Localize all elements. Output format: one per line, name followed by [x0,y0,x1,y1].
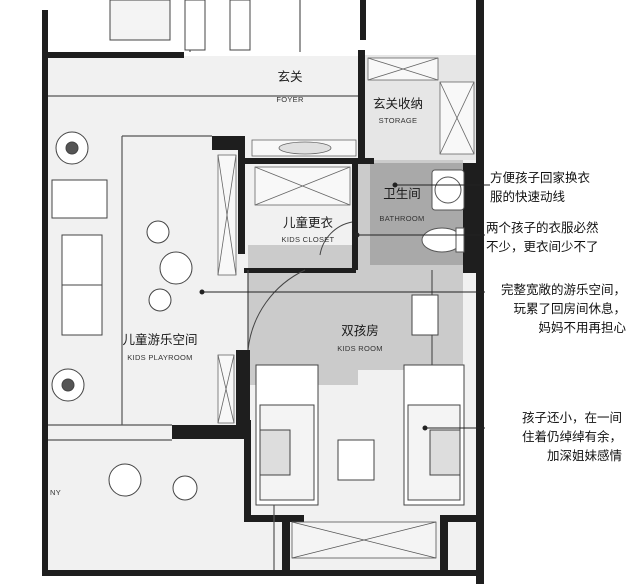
annotation-line: 加深姐妹感情 [546,448,622,463]
room-label-closet: 儿童更衣 [283,215,334,230]
annotation-line: 完整宽敞的游乐空间， [500,282,626,297]
room-label-playroom: 儿童游乐空间 [122,332,197,347]
room-label-kidsroom: 双孩房 [341,323,379,338]
annotation-line: 不少，更衣间少不了 [486,239,599,254]
room-label-bathroom-en: BATHROOM [379,214,424,223]
balcony-planter [291,521,437,559]
playroom-furniture [51,131,198,501]
annotation-kids-room: 孩子还小，在一间 住着仍绰绰有余， 加深姐妹感情 [486,408,622,465]
leader-lines [199,182,490,431]
annotation-closet: 两个孩子的衣服必然 不少，更衣间少不了 [486,218,599,256]
room-label-kidsroom-en: KIDS ROOM [337,344,383,353]
annotation-quick-route: 方便孩子回家换衣 服的快速动线 [490,168,590,206]
room-label-bathroom: 卫生间 [383,186,421,201]
room-label-storage: 玄关收纳 [373,96,423,111]
room-label-foyer-en: FOYER [276,95,304,104]
annotation-line: 住着仍绰绰有余， [521,429,622,444]
annotation-line: 妈妈不用再担心 [538,320,626,335]
annotation-playroom: 完整宽敞的游乐空间， 玩累了回房间休息， 妈妈不用再担心 [486,280,626,337]
storage-cabinet [367,57,475,155]
door-swing [247,269,306,351]
annotation-line: 玩累了回房间休息， [513,301,626,316]
closet-door-swing [319,221,353,256]
annotation-line: 两个孩子的衣服必然 [486,220,599,235]
annotation-line: 方便孩子回家换衣 [490,170,591,185]
room-label-partial: NY [50,488,61,497]
kids-beds [255,294,465,506]
foyer-bench [251,139,357,157]
entry-doors [109,0,251,51]
bathroom-fixtures [421,169,465,253]
annotation-line: 服的快速动线 [490,189,566,204]
closet-wardrobe [217,154,351,424]
room-label-playroom-en: KIDS PLAYROOM [127,353,192,362]
room-label-foyer: 玄关 [277,69,302,84]
room-label-closet-en: KIDS CLOSET [282,235,335,244]
room-label-storage-en: STORAGE [379,116,418,125]
annotation-line: 孩子还小，在一间 [521,410,622,425]
